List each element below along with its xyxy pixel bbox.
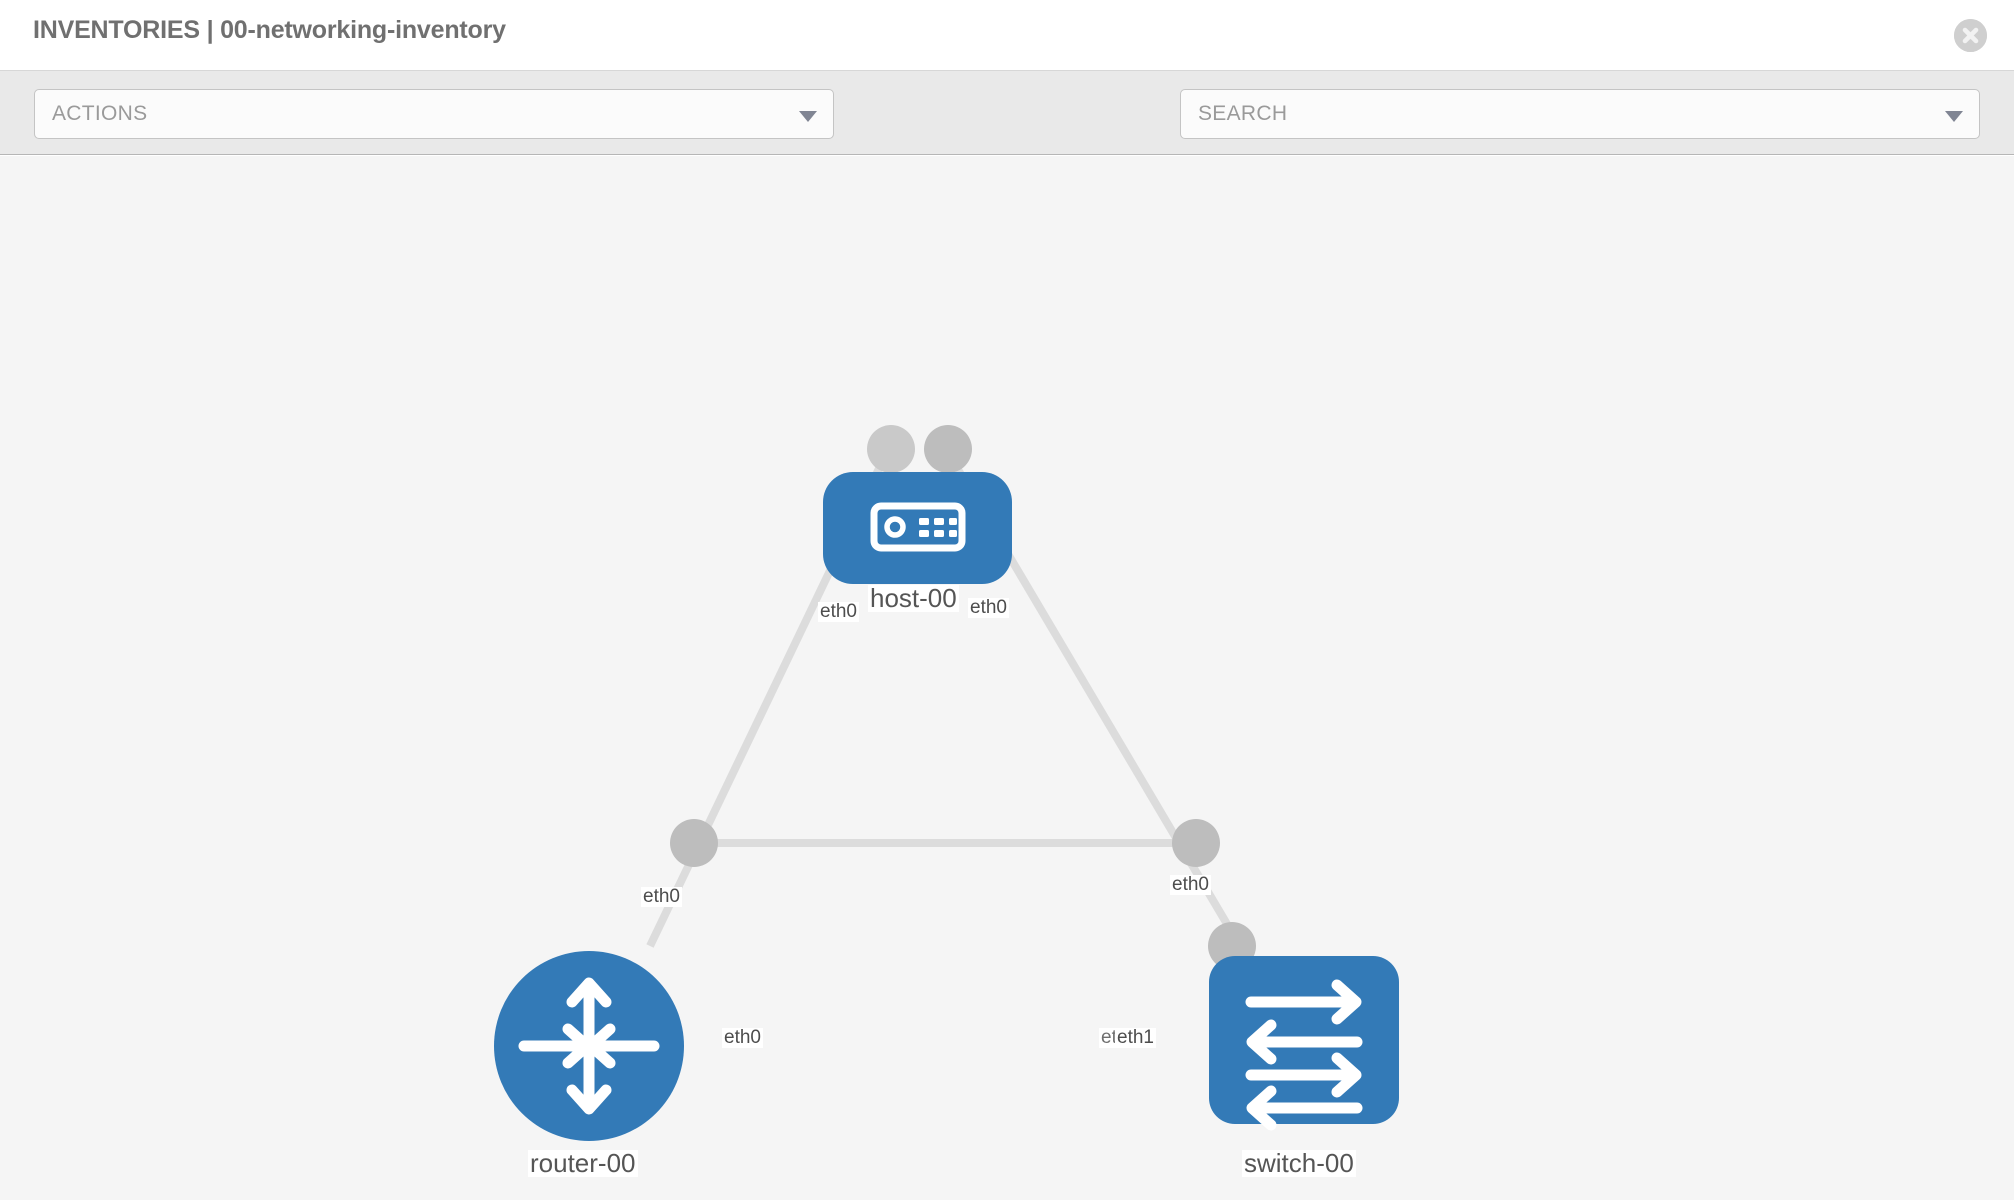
router-icon <box>518 977 660 1115</box>
search-placeholder[interactable]: SEARCH <box>1198 102 1288 125</box>
actions-dropdown-label: ACTIONS <box>52 102 148 125</box>
connection-handles <box>670 425 1256 970</box>
node-switch-00[interactable] <box>1209 956 1399 1131</box>
port-label-host-left: eth0 <box>818 601 859 622</box>
handle-host-left <box>867 425 915 473</box>
chevron-down-icon <box>799 111 817 122</box>
node-label-switch-00: switch-00 <box>1242 1148 1356 1178</box>
port-label-host-right: eth0 <box>968 597 1009 618</box>
page-header: INVENTORIES | 00-networking-inventory <box>0 0 2014 71</box>
page-title: INVENTORIES | 00-networking-inventory <box>33 16 506 44</box>
node-host-00[interactable] <box>823 472 1012 584</box>
switch-icon <box>1245 979 1363 1131</box>
port-label-router-uplink: eth0 <box>641 886 682 907</box>
port-label-switch-eth1: eth1 <box>1115 1027 1156 1048</box>
port-label-router-eth0: eth0 <box>722 1027 763 1048</box>
toolbar: ACTIONS SEARCH <box>0 71 2014 201</box>
search-field[interactable]: SEARCH <box>1180 89 1980 139</box>
chevron-down-icon[interactable] <box>1945 111 1963 122</box>
topology-canvas[interactable]: eth0 eth0 eth0 eth0 eth0 eth eth1 host-0… <box>0 156 2014 1200</box>
handle-host-right <box>924 425 972 473</box>
handle-router-right <box>670 819 718 867</box>
node-label-host-00: host-00 <box>868 583 959 613</box>
handle-switch-left <box>1172 819 1220 867</box>
node-label-router-00: router-00 <box>528 1148 638 1178</box>
close-button[interactable] <box>1954 19 1987 52</box>
close-circle-icon <box>1954 19 1987 52</box>
node-router-00[interactable] <box>494 951 684 1141</box>
port-label-switch-uplink: eth0 <box>1170 874 1211 895</box>
topology-graph <box>494 425 1399 1141</box>
server-icon <box>870 502 966 552</box>
actions-dropdown[interactable]: ACTIONS <box>34 89 834 139</box>
